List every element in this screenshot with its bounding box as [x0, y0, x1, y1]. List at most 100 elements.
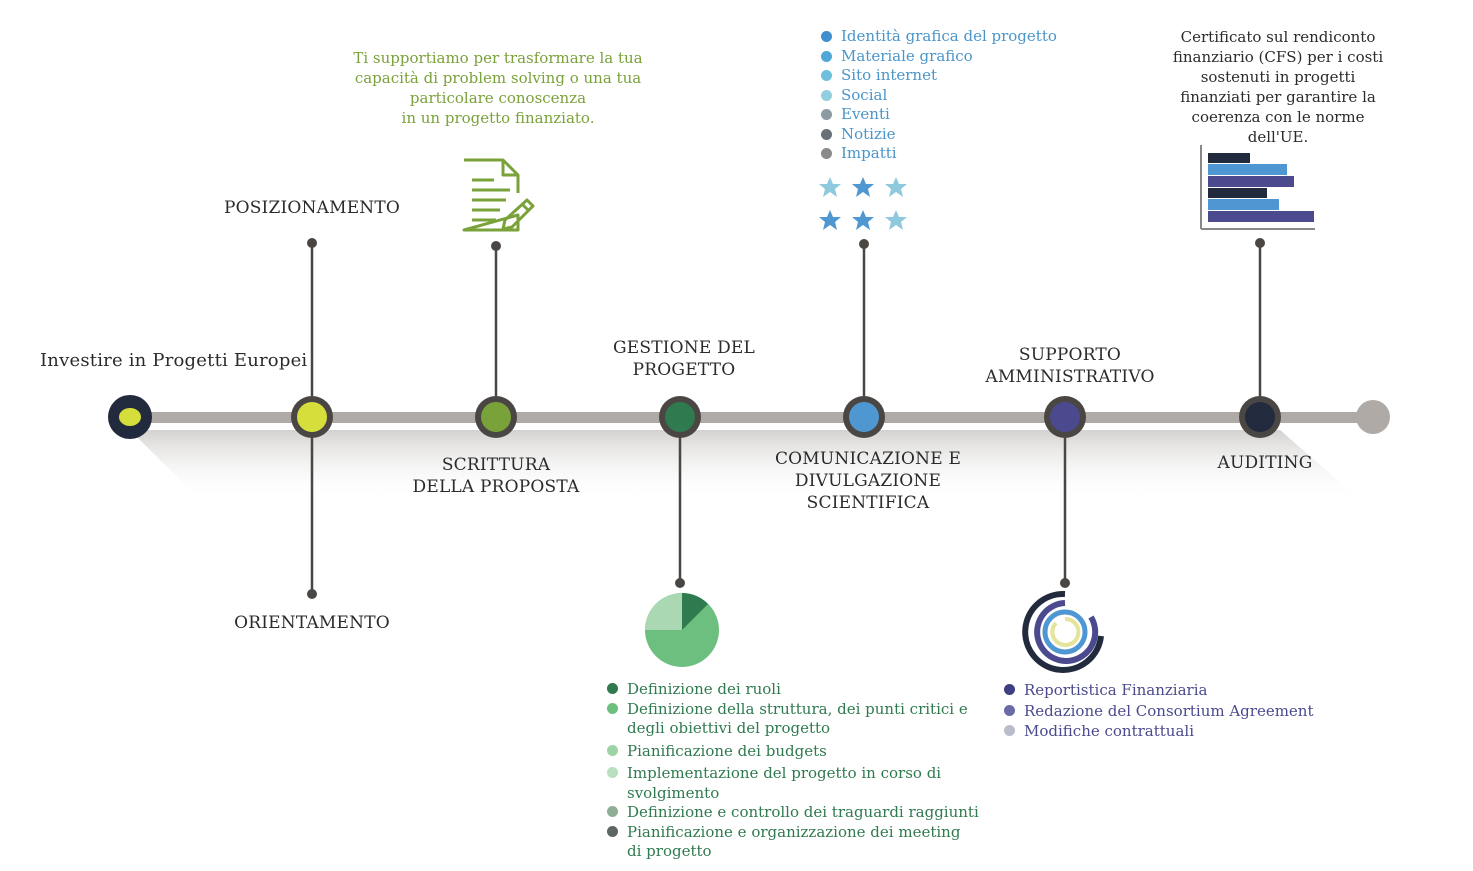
supporto-item-text: Reportistica Finanziaria [1024, 681, 1208, 699]
node-gestione [659, 396, 701, 438]
scrittura-note: Ti supportiamo per trasformare la tua ca… [336, 48, 660, 128]
label-gestione: GESTIONE DEL PROGETTO [584, 337, 784, 381]
label-comunicazione-line-1: COMUNICAZIONE E [774, 449, 962, 469]
endpoint-scrittura [491, 241, 501, 251]
comunicazione-item-text: Materiale grafico [841, 46, 973, 65]
comunicazione-item-text: Social [841, 85, 888, 104]
label-gestione-line-2: PROGETTO [632, 360, 736, 380]
comunicazione-item: Impatti [821, 144, 1057, 164]
star-6 [885, 210, 907, 230]
comunicazione-item: Eventi [821, 105, 1057, 125]
bullet-dot [607, 806, 618, 817]
label-supporto: SUPPORTO AMMINISTRATIVO [960, 344, 1180, 388]
gestione-item-line: Implementazione del progetto in corso di [627, 764, 942, 782]
stem-endpoints [307, 238, 1265, 599]
node-supporto [1044, 396, 1086, 438]
node-posizionamento [291, 396, 333, 438]
pie-slice-light [645, 593, 682, 630]
gestione-item-line: degli obiettivi del progetto [627, 719, 831, 737]
supporto-item-text: Modifiche contrattuali [1024, 722, 1194, 740]
bullet-dot [1004, 725, 1015, 736]
auditing-note-line-4: finanziati per garantire la [1180, 88, 1376, 106]
gestione-list: Definizione dei ruoli Definizione della … [607, 680, 979, 862]
scrittura-note-line-3: particolare conoscenza [409, 89, 587, 107]
label-auditing: AUDITING [1217, 453, 1313, 473]
bar-4 [1208, 188, 1267, 198]
bullet-dot [821, 109, 832, 120]
radial-chart-icon [1022, 590, 1104, 673]
comunicazione-item: Notizie [821, 125, 1057, 145]
pie-chart-icon [645, 593, 719, 667]
auditing-note-line-1: Certificato sul rendiconto [1180, 28, 1376, 46]
bullet-dot [607, 744, 618, 756]
gestione-item-line: svolgimento [627, 783, 720, 802]
endpoint-auditing [1255, 238, 1265, 248]
label-supporto-line-1: SUPPORTO [1018, 345, 1122, 365]
label-comunicazione: COMUNICAZIONE E DIVULGAZIONE SCIENTIFICA [758, 448, 978, 514]
stems [310, 243, 1262, 594]
bar-2 [1208, 164, 1287, 175]
scrittura-note-line-2: capacità di problem solving o una tua [354, 69, 642, 87]
star-1 [819, 177, 841, 197]
pie-slice-dark [682, 593, 708, 630]
node-auditing [1239, 396, 1281, 438]
bullet-dot [607, 767, 618, 778]
timeline-shadow [130, 430, 1360, 500]
gestione-item-line: Definizione dei ruoli [627, 680, 781, 698]
comunicazione-item: Sito internet [821, 66, 1057, 86]
comunicazione-list: Identità grafica del progetto Materiale … [821, 27, 1057, 164]
endpoint-comunicazione [859, 239, 869, 249]
star-2 [852, 177, 874, 197]
endpoint-supporto [1060, 578, 1070, 588]
bullet-dot [821, 128, 832, 140]
timeline-bar [130, 412, 1375, 423]
bullet-dot [607, 702, 618, 714]
comunicazione-item-text: Eventi [841, 105, 890, 123]
gestione-item-line: Pianificazione dei budgets [627, 741, 827, 760]
gestione-item: Pianificazione dei budgets [607, 742, 979, 762]
bullet-dot [1004, 704, 1015, 716]
supporto-item: Modifiche contrattuali [1004, 721, 1314, 742]
label-orientamento: ORIENTAMENTO [234, 613, 390, 633]
node-start [108, 395, 152, 439]
node-scrittura [475, 396, 517, 438]
bar-chart-icon [1200, 145, 1315, 230]
label-scrittura-line-2: DELLA PROPOSTA [412, 477, 580, 497]
stars-icon [819, 177, 907, 230]
bar-3 [1208, 176, 1294, 187]
auditing-note-line-2: finanziario (CFS) per i costi [1172, 48, 1384, 66]
gestione-item-line: Definizione e controllo dei traguardi ra… [627, 803, 979, 821]
bullet-dot [821, 89, 832, 101]
endpoint-gestione [675, 578, 685, 588]
comunicazione-item: Identità grafica del progetto [821, 27, 1057, 47]
bullet-dot [821, 148, 832, 159]
label-supporto-line-2: AMMINISTRATIVO [985, 367, 1155, 387]
bar-6 [1208, 211, 1314, 222]
auditing-note-line-3: sostenuti in progetti [1200, 68, 1356, 86]
bullet-dot [821, 50, 832, 62]
bullet-dot [821, 70, 832, 81]
auditing-note-line-5: coerenza con le norme [1191, 108, 1365, 126]
comunicazione-item-text: Sito internet [841, 66, 937, 84]
timeline-end-cap [1356, 400, 1390, 434]
gestione-item: Definizione e controllo dei traguardi ra… [607, 803, 979, 823]
star-3 [885, 177, 907, 197]
bullet-dot [607, 683, 618, 694]
star-4 [819, 210, 841, 230]
gestione-item: Implementazione del progetto in corso di… [607, 764, 979, 803]
supporto-item: Reportistica Finanziaria [1004, 680, 1314, 701]
start-title: Investire in Progetti Europei [40, 350, 308, 371]
supporto-item-text: Redazione del Consortium Agreement [1024, 701, 1314, 720]
bar-1 [1208, 153, 1250, 163]
gestione-item: Definizione della struttura, dei punti c… [607, 700, 979, 739]
gestione-item-line: di progetto [627, 842, 712, 860]
label-scrittura-line-1: SCRITTURA [441, 455, 551, 475]
endpoint-posizionamento [307, 238, 317, 248]
label-comunicazione-line-2: DIVULGAZIONE [794, 471, 942, 491]
label-comunicazione-line-3: SCIENTIFICA [806, 493, 930, 513]
bullet-dot [821, 31, 832, 42]
gestione-item: Pianificazione e organizzazione dei meet… [607, 823, 979, 862]
scrittura-note-line-1: Ti supportiamo per trasformare la tua [353, 49, 643, 67]
gestione-item-line: Definizione della struttura, dei punti c… [627, 699, 968, 718]
